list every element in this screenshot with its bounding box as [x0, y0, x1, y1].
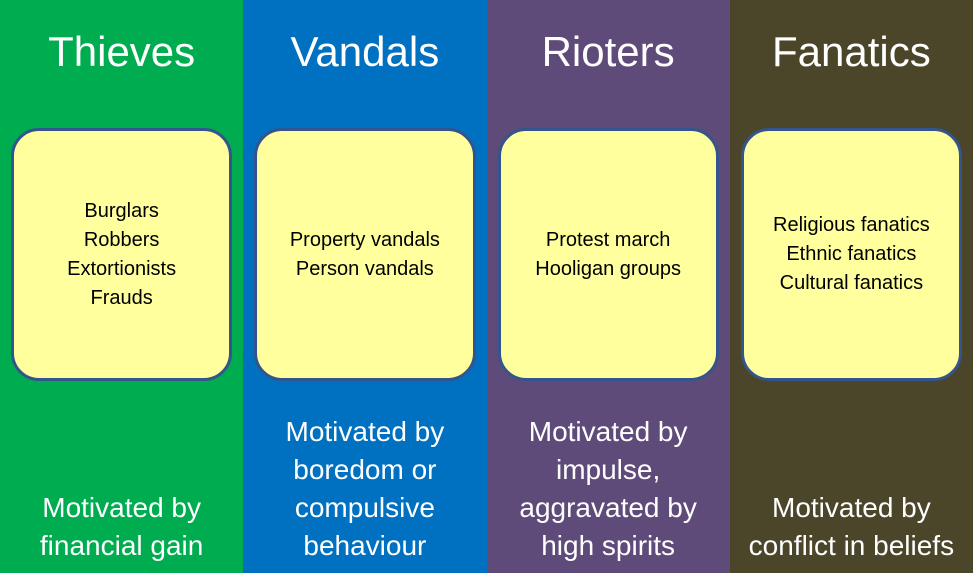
- column-title: Fanatics: [772, 28, 931, 75]
- column-title: Thieves: [48, 28, 196, 75]
- column-title: Vandals: [290, 28, 440, 75]
- column-title: Rioters: [541, 28, 675, 75]
